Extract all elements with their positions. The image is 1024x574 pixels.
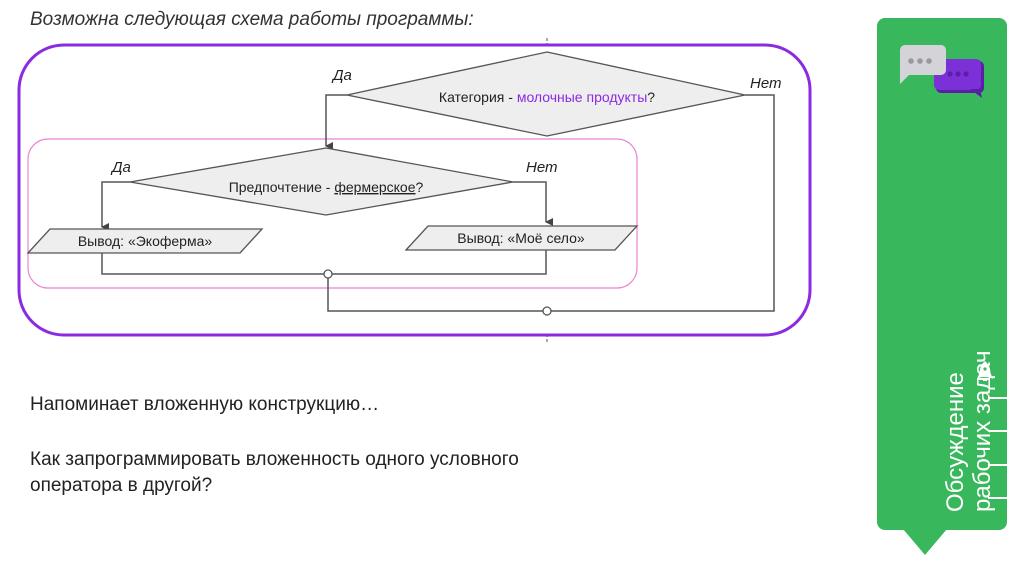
- paragraph-question-line2: оператора в другой?: [30, 475, 213, 496]
- decision-preference: [129, 147, 514, 216]
- output-my-village-text: Вывод: «Моё село»: [457, 230, 585, 246]
- inner-block-frame: [27, 138, 638, 289]
- side-panel-label-line1: Обсуждение: [942, 372, 969, 512]
- output-ecofarm-text: Вывод: «Экоферма»: [78, 233, 213, 249]
- label-yes-inner: Да: [110, 159, 131, 176]
- paragraph-question-line1: Как запрограммировать вложенность одного…: [30, 449, 519, 470]
- output-my-village: [404, 225, 639, 251]
- yes-connector-inner: [101, 181, 130, 231]
- ruler-tick: [988, 464, 1007, 466]
- no-connector-outer: [551, 94, 775, 312]
- label-no-inner: Нет: [526, 159, 558, 176]
- label-yes-outer: Да: [331, 67, 352, 84]
- slide-title: Возможна следующая схема работы программ…: [30, 9, 474, 30]
- merge-outer: [327, 278, 543, 312]
- decision-category: [346, 51, 746, 137]
- output-ecofarm: [26, 228, 264, 254]
- merge-right: [332, 250, 547, 275]
- paragraph-nested: Напоминает вложенную конструкцию…: [30, 394, 380, 415]
- yes-connector-outer: [325, 94, 347, 150]
- merge-point-inner: [323, 269, 333, 279]
- side-panel: [877, 18, 1007, 530]
- ruler-tick: [988, 397, 1007, 399]
- label-no-outer: Нет: [750, 75, 782, 92]
- outer-block-frame: [17, 43, 812, 337]
- merge-left: [101, 253, 324, 275]
- decision-preference-text: Предпочтение - фермерское?: [229, 179, 424, 195]
- ruler-tick: [988, 497, 1007, 499]
- decision-category-text: Категория - молочные продукты?: [439, 89, 655, 105]
- side-panel-pointer: [903, 529, 947, 555]
- merge-point-outer: [542, 306, 552, 316]
- ruler-tick: [988, 430, 1007, 432]
- no-connector-inner: [513, 181, 553, 226]
